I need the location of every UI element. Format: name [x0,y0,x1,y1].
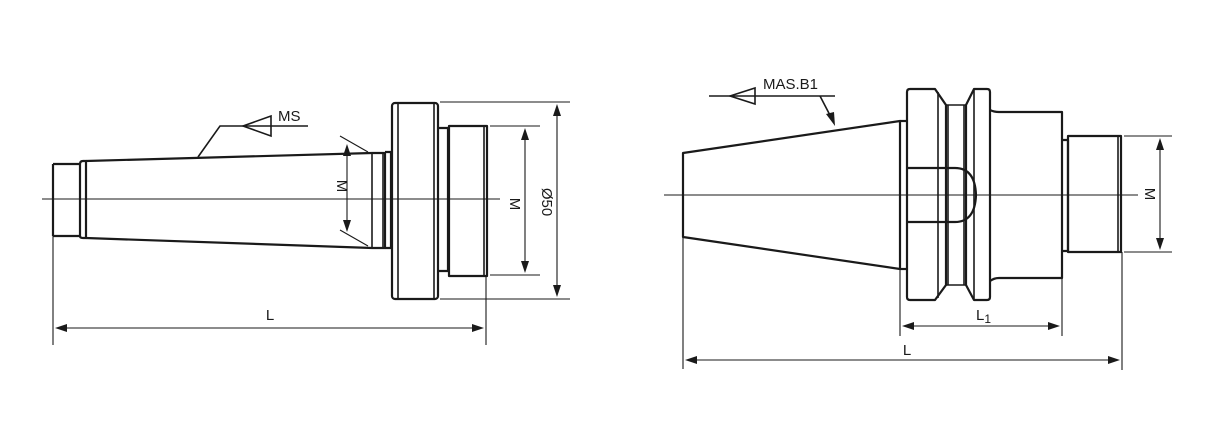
left-adapter-drawing: MS M M Ø50 L [42,101,570,345]
left-taper-bottom [85,236,373,250]
ms-label: MS [278,108,301,125]
right-adapter-drawing: MAS.B1 M L1 L [664,76,1172,370]
mas-taper-symbol-icon [727,86,756,106]
diameter-label: Ø50 [538,188,555,216]
left-taper-top [85,151,373,163]
left-nose [447,124,489,278]
right-flange-2 [964,87,992,302]
right-thread-nose [1066,134,1123,254]
left-pilot [53,162,82,238]
right-key-slot [908,166,978,224]
nose-m-label: M [506,198,523,211]
ms-taper-symbol-icon [240,114,272,138]
left-m-label: M [333,180,350,193]
left-length-label: L [266,307,274,324]
ms-leader [197,125,308,158]
l1-label: L1 [976,307,991,326]
right-body [989,109,1064,282]
mas-label: MAS.B1 [763,76,818,93]
left-flange [390,101,440,301]
right-flange-1 [905,87,948,302]
right-length-label: L [903,342,911,359]
right-m-label: M [1141,188,1158,201]
